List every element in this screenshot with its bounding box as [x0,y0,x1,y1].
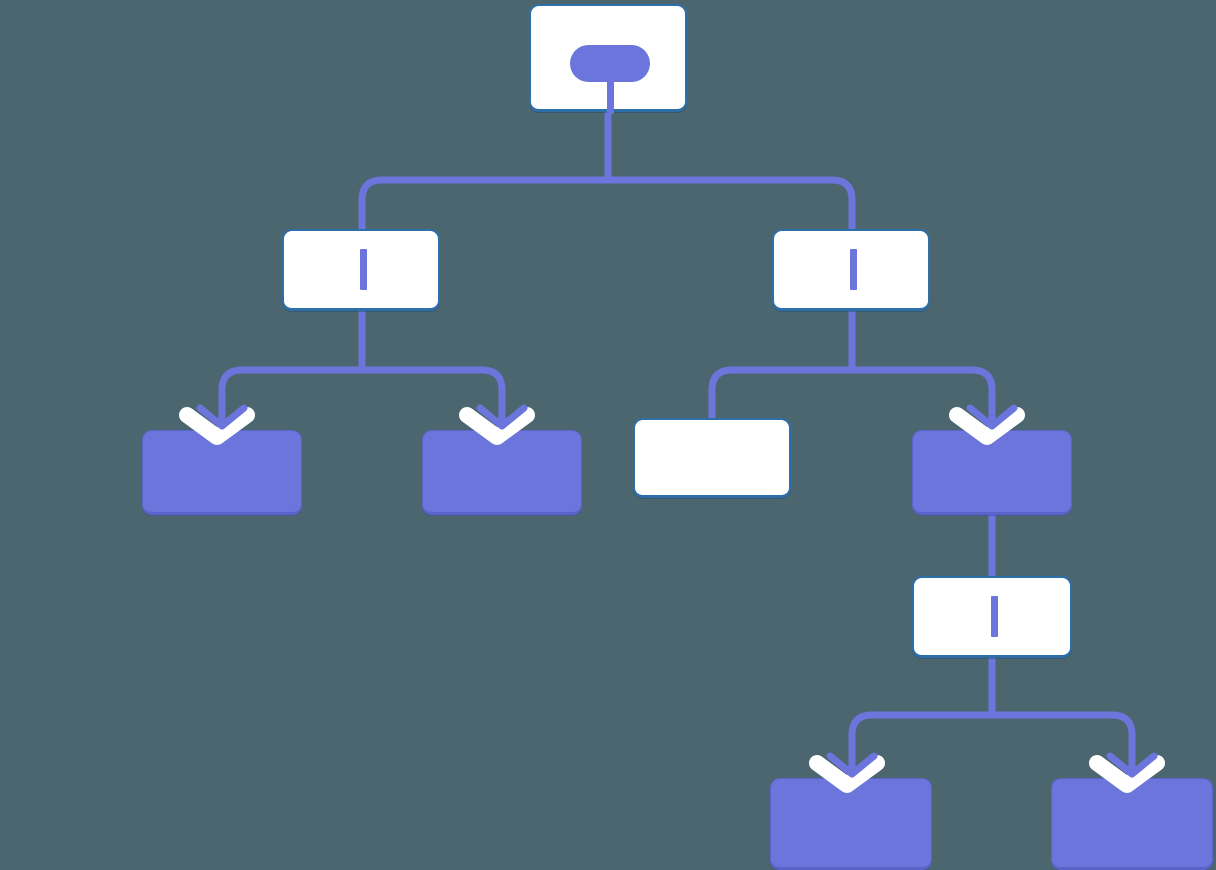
arrowhead-icon [826,752,878,778]
arrowhead-icon [196,404,248,430]
level5-leaf-one[interactable] [770,778,932,870]
edge-level2right-to-empty-node [708,311,856,418]
level4-node[interactable] [912,576,1072,658]
edge-level2right-to-branch-node [848,311,996,434]
root-node-pill [570,45,650,82]
edge-root-to-level2-left [358,108,612,229]
edge-level4-to-leaf-two [988,658,1136,782]
level5-leaf-two[interactable] [1051,778,1213,870]
node-passthrough-stub [991,596,998,637]
level2-right-node[interactable] [772,229,930,311]
edge-root-to-level2-right [604,108,856,229]
arrowhead-icon [476,404,528,430]
level3-empty-node[interactable] [633,418,791,498]
level3-leaf-two[interactable] [422,430,582,515]
root-node-pill-stem [607,82,614,114]
edge-level2left-to-leaf-one [218,311,366,434]
node-passthrough-stub [850,249,857,290]
arrowhead-icon [1106,752,1158,778]
edge-level4-to-leaf-one [848,658,996,782]
level2-left-node[interactable] [282,229,440,311]
level3-branch-node[interactable] [912,430,1072,515]
edge-level2left-to-leaf-two [358,311,506,434]
level3-leaf-one[interactable] [142,430,302,515]
arrowhead-icon [966,404,1018,430]
node-passthrough-stub [360,249,367,290]
root-node[interactable] [529,4,687,114]
